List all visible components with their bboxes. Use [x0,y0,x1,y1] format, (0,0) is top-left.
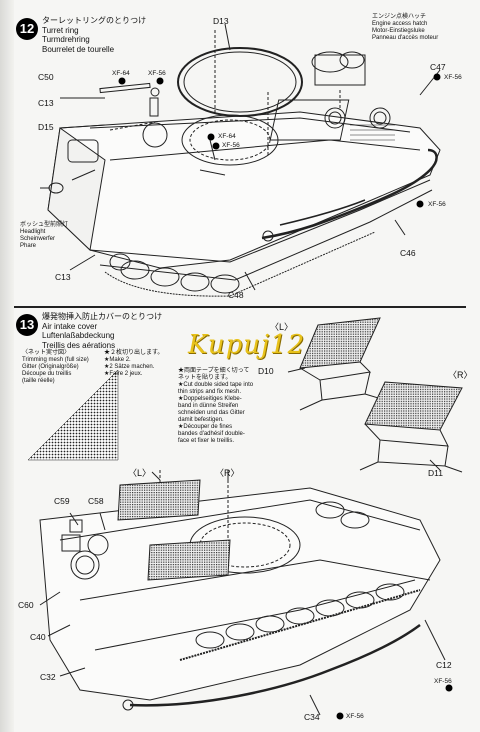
mesh-fr: Découpe du treillis [22,371,72,377]
label-left-top: 〈L〉 [270,322,294,332]
make2-fr: ★Faire 2 jeux. [104,371,143,377]
make2-de: ★2 Sätze machen. [104,364,155,370]
label-left-main: 〈L〉 [128,468,152,478]
step13-title-de: Luftenlaßabdeckung [42,331,115,340]
part-c40: C40 [30,632,46,642]
headlight-jp: ボッシュ型前照灯 [20,222,69,228]
section-divider [14,306,466,308]
step13-title-en: Air intake cover [42,321,98,331]
engine-hatch-fr: Panneau d'accès moteur [372,35,439,41]
step12-title-en: Turret ring [42,25,79,35]
part-d10: D10 [258,366,274,376]
mesh-callout: 〈ネット実寸図〉 Trimming mesh (full size) Gitte… [22,350,89,385]
part-c12: C12 [436,660,452,670]
part-d13: D13 [213,16,229,26]
engine-hatch-callout: エンジン点検ハッチ Engine access hatch Motor-Eins… [372,14,438,42]
make2-callout: ★２枚切り出します。 ★Make 2. ★2 Sätze machen. ★Fa… [104,350,163,378]
make2-en: ★Make 2. [104,357,131,363]
part-c32: C32 [40,672,56,682]
paint-xf64-b: XF-64 [218,133,236,140]
part-d15: D15 [38,122,54,132]
tape-jp: ★両面テープを細く切って ネットを貼ります。 [178,368,250,381]
mesh-fr2: (taille réelle) [22,378,55,384]
engine-hatch-en: Engine access hatch [372,21,428,27]
mesh-jp: 〈ネット実寸図〉 [22,350,71,356]
step12-title-fr: Bourrelet de tourelle [42,44,115,54]
step12-title-de: Turmdrehring [42,35,90,44]
part-c13-lower: C13 [55,272,71,282]
headlight-de: Scheinwerfer [20,236,56,242]
engine-hatch-de: Motor-Einstiegsluke [372,28,425,34]
paint-xf56-b: XF-56 [222,142,240,149]
step12-title: ターレットリングのとりつけ Turret ring Turmdrehring B… [42,16,146,54]
headlight-callout: ボッシュ型前照灯 Headlight Scheinwerfer Phare [20,222,68,250]
paint-xf64-a: XF-64 [112,70,130,77]
part-c60: C60 [18,600,34,610]
label-right-main: 〈R〉 [215,468,240,478]
tape-de: ★Doppelseitiges Klebe- band in dünne Str… [178,396,245,423]
step13-title-jp: 爆発物挿入防止カバーのとりつけ [42,312,163,321]
part-c47: C47 [430,62,446,72]
mesh-de: Gitter (Originalgröße) [22,364,79,370]
label-right-top: 〈R〉 [448,370,473,380]
part-d11: D11 [428,468,443,478]
part-c46: C46 [400,248,416,258]
binder-edge [0,0,14,732]
step13-title-fr: Treillis des aérations [42,340,116,350]
mesh-en: Trimming mesh (full size) [22,357,89,363]
paint-xf56-c: XF-56 [444,74,462,81]
part-c13-upper: C13 [38,98,54,108]
part-c58: C58 [88,496,104,506]
tape-en: ★Cut double sided tape into thin strips … [178,382,254,395]
headlight-en: Headlight [20,229,46,235]
paint-xf56-a: XF-56 [148,70,166,77]
step12-number: 12 [16,18,38,40]
headlight-fr: Phare [20,243,37,249]
step13-number: 13 [16,314,38,336]
engine-hatch-jp: エンジン点検ハッチ [372,14,427,20]
paint-xf56-f: XF-56 [346,713,364,720]
watermark: Kupuj12 [188,330,306,360]
part-c34: C34 [304,712,320,722]
make2-jp: ★２枚切り出します。 [104,350,164,356]
paint-xf56-d: XF-56 [428,201,446,208]
step12-title-jp: ターレットリングのとりつけ [42,16,147,25]
tape-callout: ★両面テープを細く切って ネットを貼ります。 ★Cut double sided… [178,368,253,445]
part-c48: C48 [228,290,244,300]
part-c50: C50 [38,72,54,82]
part-c59: C59 [54,496,70,506]
tape-fr: ★Découper de fines bandes d'adhésif doub… [178,424,245,444]
step13-title: 爆発物挿入防止カバーのとりつけ Air intake cover Luftenl… [42,312,162,350]
paint-xf56-e: XF-56 [434,678,452,685]
